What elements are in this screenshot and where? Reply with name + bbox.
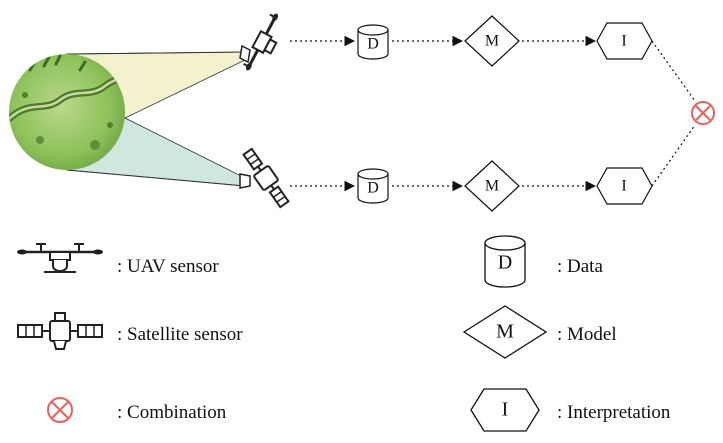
interpretation-node-bottom: I bbox=[596, 167, 653, 205]
interpretation-node-top: I bbox=[596, 22, 653, 60]
interpretation-symbol: I bbox=[621, 178, 626, 195]
satellite-sensor-icon bbox=[242, 147, 290, 209]
interpretation-symbol: I bbox=[502, 399, 509, 421]
model-symbol: M bbox=[485, 178, 499, 195]
uav-sensor-icon bbox=[243, 13, 279, 71]
data-node-bottom: D bbox=[357, 168, 389, 204]
data-legend-icon: D bbox=[484, 235, 526, 288]
legend-combination-label: : Combination bbox=[117, 402, 227, 423]
data-symbol: D bbox=[367, 36, 379, 53]
model-symbol: M bbox=[485, 33, 499, 50]
data-node-top: D bbox=[357, 24, 389, 60]
model-node-top: M bbox=[464, 15, 520, 67]
interpretation-symbol: I bbox=[621, 33, 626, 50]
satellite-legend-icon bbox=[17, 312, 103, 350]
legend-data-label: : Data bbox=[557, 256, 603, 277]
legend-model-label: : Model bbox=[557, 324, 617, 345]
combine-link-bottom bbox=[651, 124, 696, 187]
model-symbol: M bbox=[496, 321, 514, 343]
interpretation-legend-icon: I bbox=[470, 388, 540, 432]
data-symbol: D bbox=[498, 252, 512, 274]
combine-link-top bbox=[651, 40, 696, 102]
data-symbol: D bbox=[367, 180, 379, 197]
combination-legend-icon bbox=[47, 397, 73, 423]
model-legend-icon: M bbox=[462, 305, 548, 359]
legend-uav-label: : UAV sensor bbox=[117, 256, 219, 277]
combination-icon bbox=[691, 101, 715, 125]
legend-satellite-label: : Satellite sensor bbox=[117, 324, 243, 345]
uav-legend-icon bbox=[17, 243, 103, 273]
model-node-bottom: M bbox=[464, 160, 520, 212]
legend-interpretation-label: : Interpretation bbox=[557, 402, 671, 423]
